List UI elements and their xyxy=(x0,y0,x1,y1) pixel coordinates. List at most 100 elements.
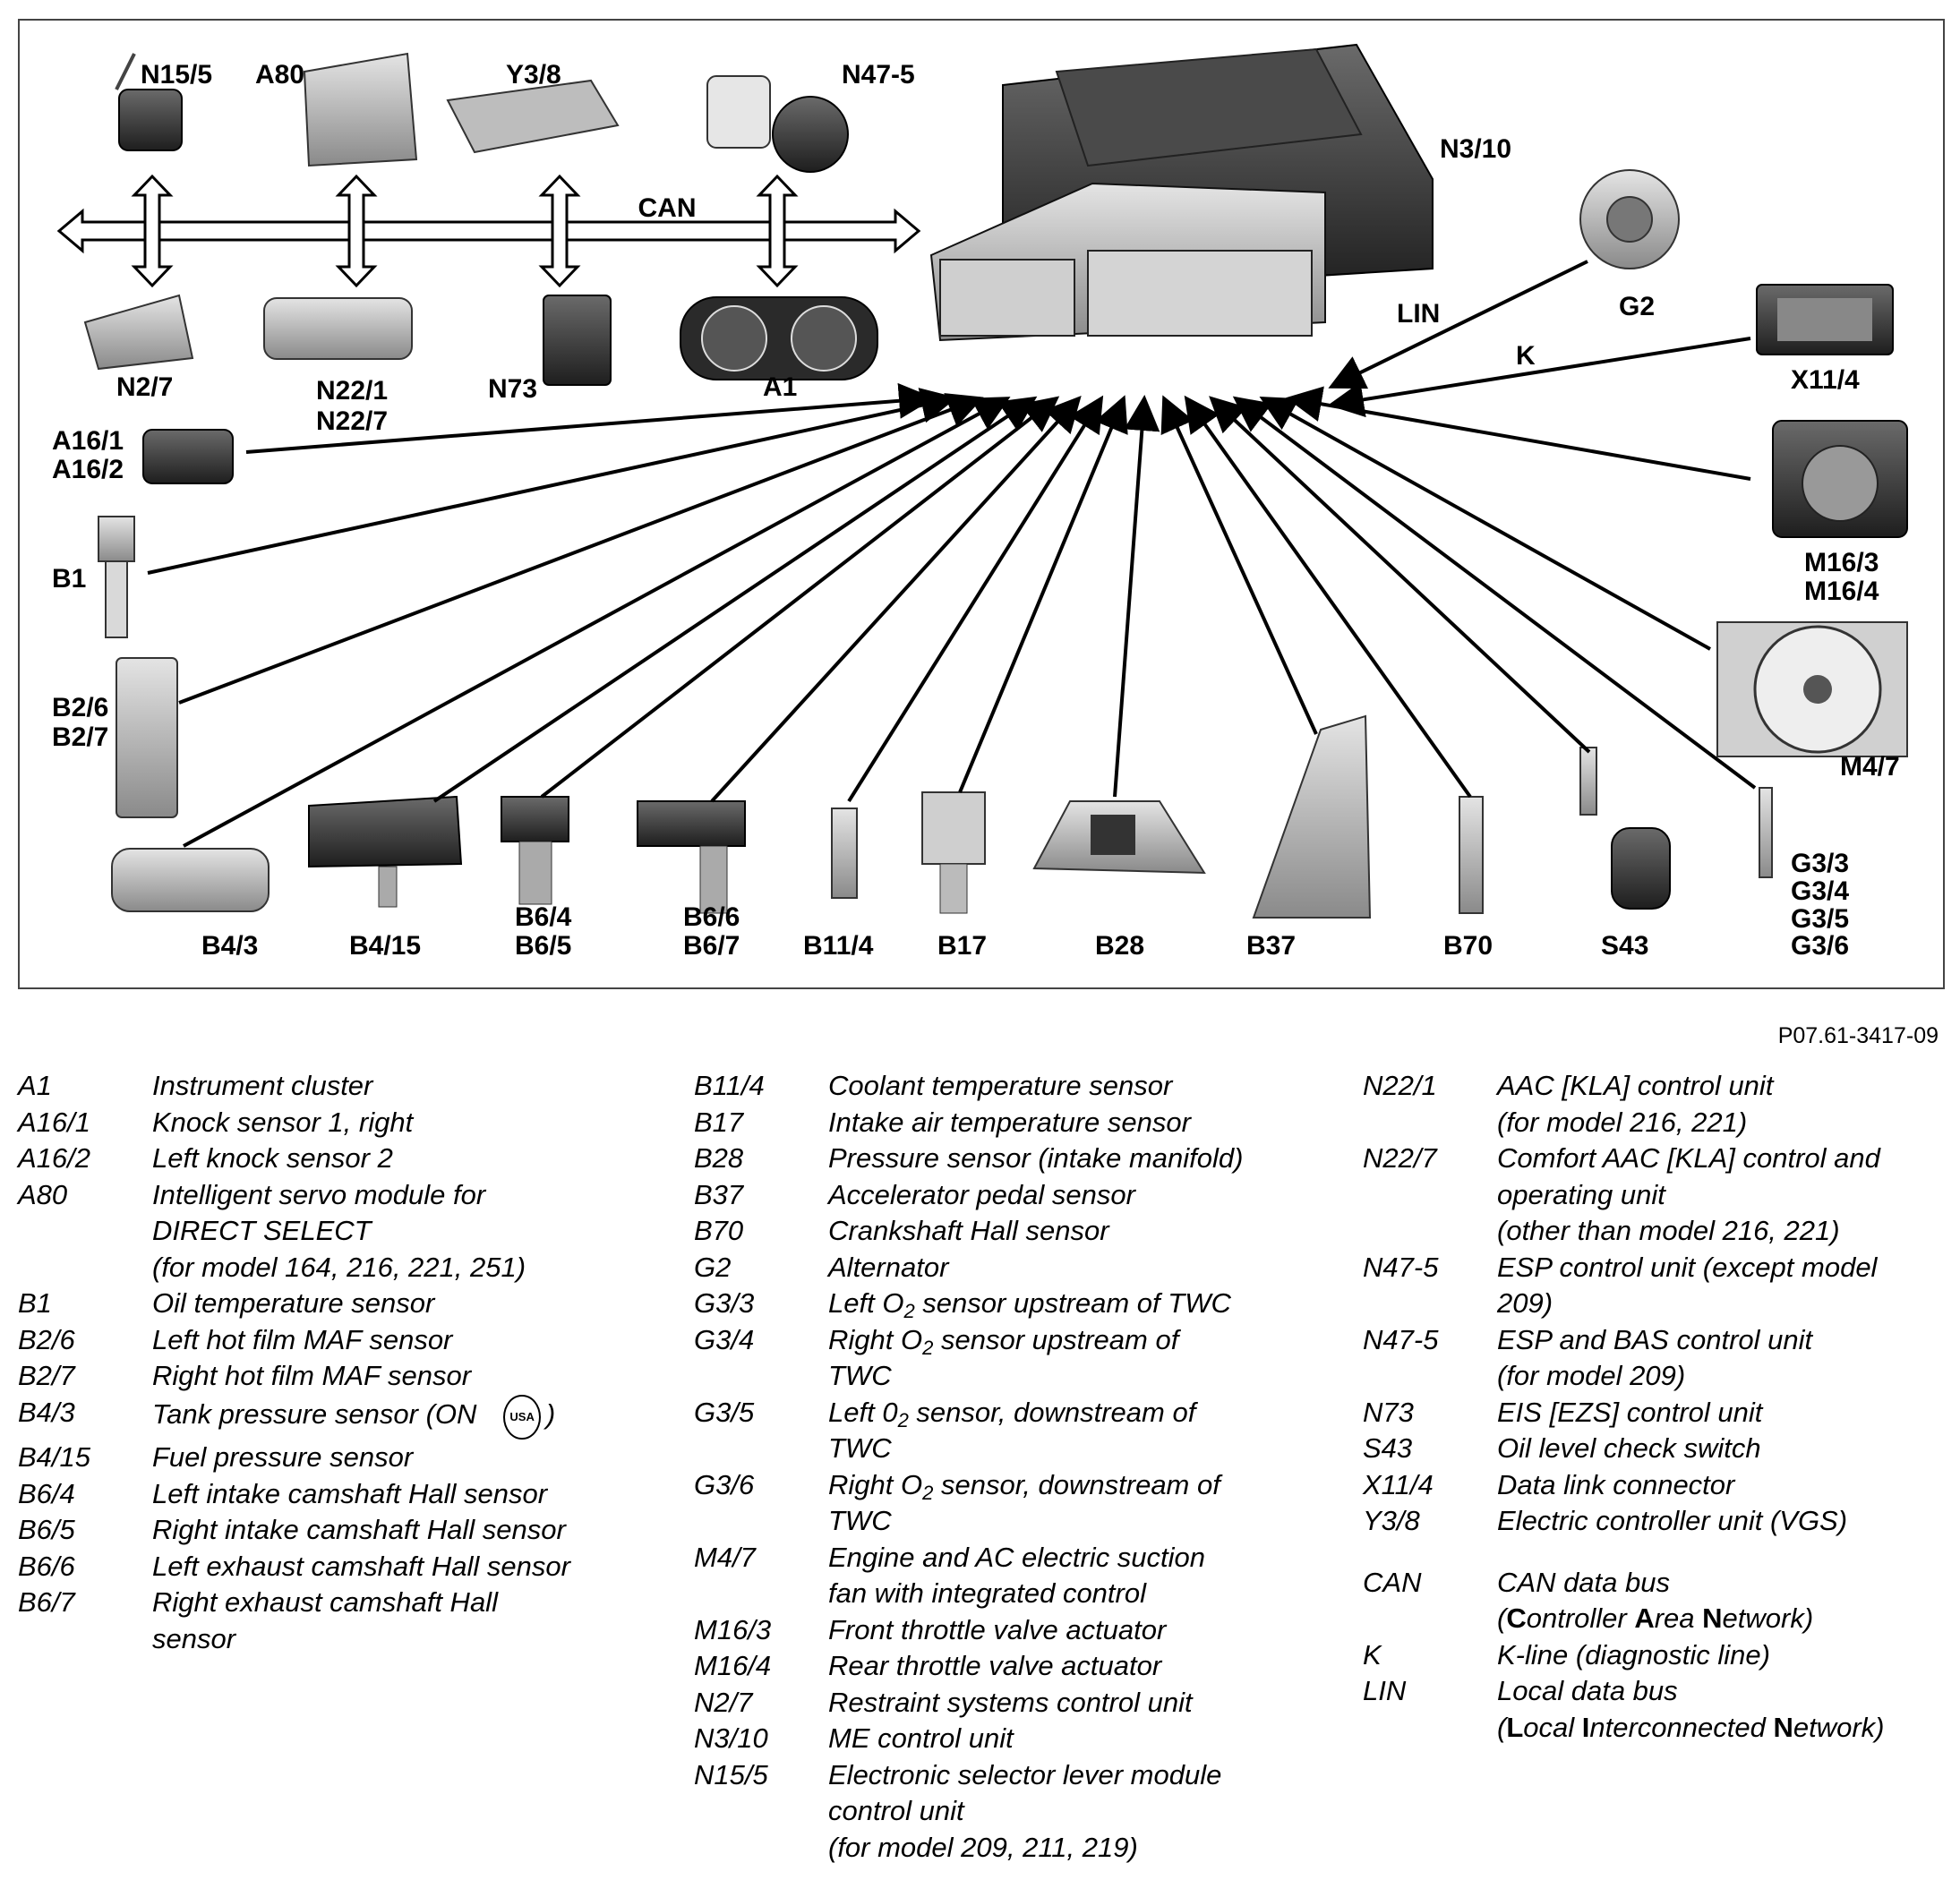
legend-code: N47-5 xyxy=(1363,1323,1439,1355)
legend-code xyxy=(1363,1213,1497,1250)
legend-code: A16/2 xyxy=(18,1142,91,1174)
legend-description: Comfort AAC [KLA] control and xyxy=(1497,1141,1954,1177)
legend-code: K xyxy=(1363,1638,1382,1671)
legend-text: Right O xyxy=(828,1323,923,1355)
legend-text: sensor xyxy=(152,1622,236,1654)
legend-description: Right O2 sensor, downstream of xyxy=(828,1467,1357,1504)
legend-text: Coolant temperature sensor xyxy=(828,1070,1173,1101)
label-b6-4: B6/4 xyxy=(515,902,572,932)
legend-description: Electronic selector lever module xyxy=(828,1757,1357,1794)
legend-text: Pressure sensor (intake manifold) xyxy=(828,1142,1244,1174)
legend-text: Crankshaft Hall sensor xyxy=(828,1215,1109,1246)
label-b11-4: B11/4 xyxy=(803,931,874,961)
electric-suction-fan-image xyxy=(1716,621,1908,757)
legend-description: Fuel pressure sensor xyxy=(152,1440,645,1476)
legend-code: X11/4 xyxy=(1363,1468,1434,1500)
label-b6-6: B6/6 xyxy=(683,902,740,932)
legend-entry: (for model 164, 216, 221, 251) xyxy=(18,1250,645,1286)
oil-temperature-sensor-image xyxy=(98,516,135,638)
label-x11-4: X11/4 xyxy=(1791,365,1860,395)
o2-sensor-image xyxy=(1759,787,1773,878)
label-n15-5: N15/5 xyxy=(141,60,212,90)
legend-text-tail: sensor, downstream of xyxy=(933,1468,1220,1500)
legend-text: Comfort AAC [KLA] control and xyxy=(1497,1142,1880,1174)
legend-code: M16/4 xyxy=(694,1650,772,1681)
legend-text: ME control unit xyxy=(828,1722,1014,1754)
legend-initial: I xyxy=(1581,1711,1590,1743)
legend-description: (for model 209) xyxy=(1497,1358,1954,1395)
label-a16-1: A16/1 xyxy=(52,426,124,456)
legend-word-rest: ontroller xyxy=(1526,1602,1635,1634)
legend-description: fan with integrated control xyxy=(828,1576,1357,1612)
label-n47-5: N47-5 xyxy=(842,60,915,90)
signal-line xyxy=(958,395,1128,793)
legend-text: Left O xyxy=(828,1287,904,1319)
legend-text: K-line (diagnostic line) xyxy=(1497,1638,1770,1671)
legend-subscript: 2 xyxy=(897,1408,909,1431)
legend-description: Left 02 sensor, downstream of xyxy=(828,1395,1357,1431)
legend-description: sensor xyxy=(152,1621,645,1658)
legend-description: Restraint systems control unit xyxy=(828,1685,1357,1722)
legend-description: Pressure sensor (intake manifold) xyxy=(828,1141,1357,1177)
data-link-connector-image xyxy=(1756,284,1894,355)
legend-text: Oil level check switch xyxy=(1497,1432,1761,1464)
legend-text: ( xyxy=(1497,1602,1507,1634)
legend-text: TWC xyxy=(828,1360,892,1391)
legend-entry: (other than model 216, 221) xyxy=(1363,1213,1954,1250)
signal-line xyxy=(432,396,1038,803)
legend-code: G3/3 xyxy=(694,1287,755,1319)
legend-text: Tank pressure sensor (ON xyxy=(152,1397,477,1430)
legend-text: fan with integrated control xyxy=(828,1577,1146,1609)
label-a1: A1 xyxy=(763,372,797,402)
restraint-systems-control-unit-image xyxy=(83,294,194,371)
legend-entry: (for model 216, 221) xyxy=(1363,1105,1954,1141)
label-m16-3: M16/3 xyxy=(1804,548,1879,577)
legend-description: Right O2 sensor upstream of xyxy=(828,1322,1357,1359)
legend-code: G2 xyxy=(694,1251,732,1283)
signal-line xyxy=(1160,395,1318,735)
legend-text: ESP and BAS control unit xyxy=(1497,1323,1813,1355)
legend-subscript: 2 xyxy=(922,1336,934,1359)
signal-lines xyxy=(147,382,1757,848)
legend-text-tail: sensor, downstream of xyxy=(908,1396,1196,1428)
can-connection-arrow xyxy=(538,174,581,288)
legend-code xyxy=(18,1250,152,1286)
label-s43: S43 xyxy=(1601,931,1648,961)
can-connection-arrow xyxy=(335,174,378,288)
legend-description: Right hot film MAF sensor xyxy=(152,1358,645,1395)
can-connection-arrow xyxy=(131,174,174,288)
throttle-valve-actuator-image xyxy=(1772,420,1908,538)
intake-camshaft-hall-sensor-image xyxy=(501,796,569,905)
legend-code xyxy=(694,1431,828,1467)
legend-code: B6/7 xyxy=(18,1586,75,1618)
legend-code xyxy=(694,1793,828,1830)
legend-code: M4/7 xyxy=(694,1541,756,1573)
legend-text-tail: sensor upstream of TWC xyxy=(914,1287,1231,1319)
legend-word-rest: rea xyxy=(1654,1602,1703,1634)
legend-text: operating unit xyxy=(1497,1178,1665,1210)
legend-code: LIN xyxy=(1363,1675,1407,1706)
coolant-temperature-sensor-image xyxy=(831,808,858,899)
legend-code: A1 xyxy=(18,1070,52,1101)
legend-word-rest: nterconnected xyxy=(1589,1711,1774,1743)
tank-pressure-sensor-image xyxy=(111,848,270,912)
legend-description: Left hot film MAF sensor xyxy=(152,1322,645,1359)
legend-text: ESP control unit (except model xyxy=(1497,1251,1878,1283)
legend-description: ESP control unit (except model xyxy=(1497,1250,1954,1286)
signal-line xyxy=(1209,396,1591,754)
